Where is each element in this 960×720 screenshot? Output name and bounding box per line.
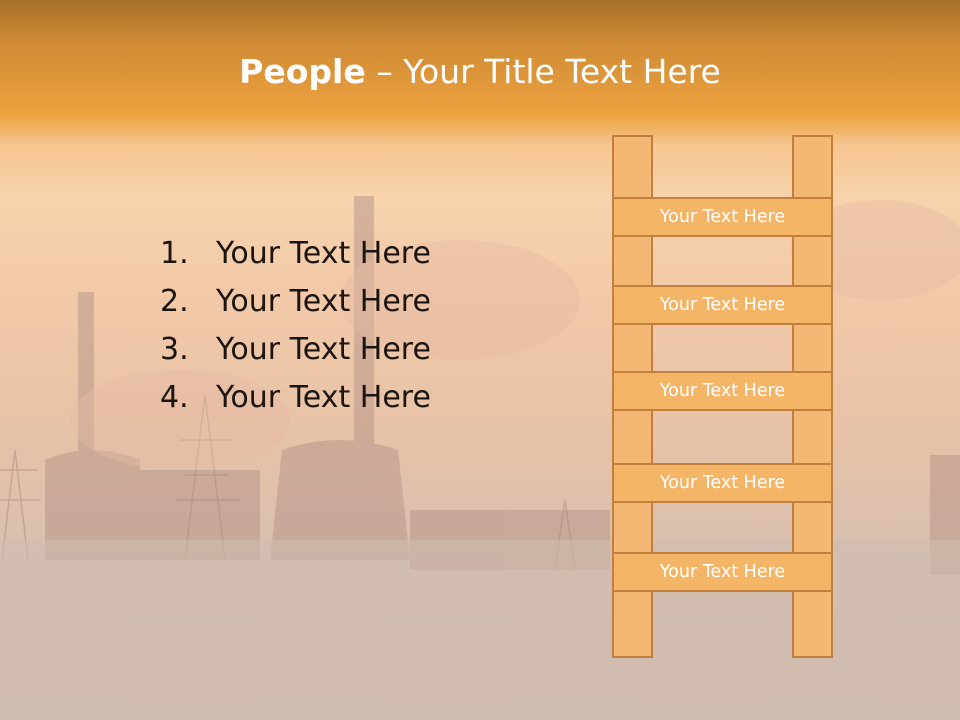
ladder-rung-1: Your Text Here: [612, 197, 833, 237]
list-item-number: 1.: [160, 236, 189, 271]
list-item: 3. Your Text Here: [160, 326, 431, 374]
ladder-rung-5: Your Text Here: [612, 552, 833, 592]
list-item-text: Your Text Here: [216, 236, 431, 271]
numbered-list: 1. Your Text Here 2. Your Text Here 3. Your…: [160, 230, 431, 422]
list-item-text: Your Text Here: [216, 332, 431, 367]
list-item-text: Your Text Here: [216, 380, 431, 415]
ladder-rung-3: Your Text Here: [612, 371, 833, 411]
title-rest-text: – Your Title Text Here: [365, 52, 721, 91]
list-item: 4. Your Text Here: [160, 374, 431, 422]
slide-title: People – Your Title Text Here: [0, 52, 960, 91]
list-item: 1. Your Text Here: [160, 230, 431, 278]
list-item-number: 3.: [160, 332, 189, 367]
title-bold-word: People: [239, 52, 366, 91]
ladder-rung-2: Your Text Here: [612, 285, 833, 325]
list-item-number: 2.: [160, 284, 189, 319]
ladder-rung-4: Your Text Here: [612, 463, 833, 503]
list-item-text: Your Text Here: [216, 284, 431, 319]
list-item-number: 4.: [160, 380, 189, 415]
list-item: 2. Your Text Here: [160, 278, 431, 326]
